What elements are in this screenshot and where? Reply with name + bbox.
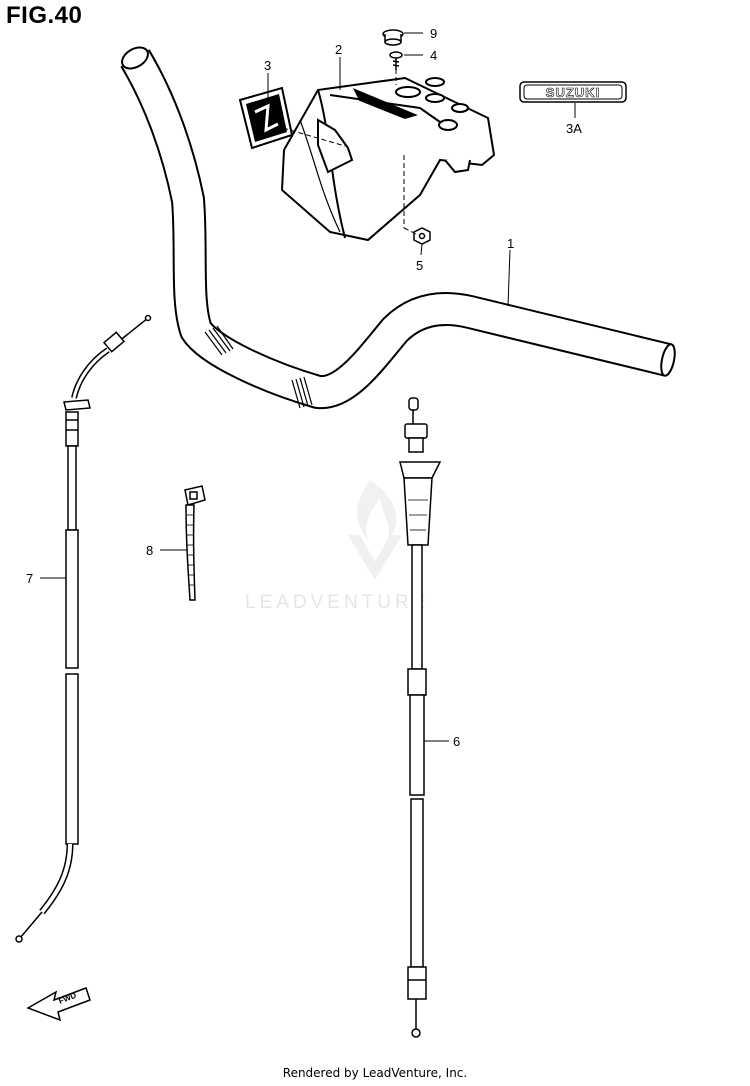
callout-9: 9 [430,26,437,41]
leader-lines [40,32,576,742]
callout-8: 8 [146,543,153,558]
callout-1: 1 [507,236,514,251]
screw [389,51,403,70]
cable-right [399,397,442,1038]
callout-3a: 3A [566,121,582,136]
footer-credit: Rendered by LeadVenture, Inc. [282,1066,468,1080]
figure-title: FIG.40 [6,2,83,29]
callout-2: 2 [335,42,342,57]
callout-6: 6 [453,734,460,749]
nut [413,227,431,245]
watermark-text: LEADVENTURE [245,592,430,613]
rubber-plug [382,29,404,46]
callout-5: 5 [416,258,423,273]
cable-left [15,314,152,943]
emblem-badge [238,86,294,150]
callout-7: 7 [26,571,33,586]
callout-3: 3 [264,58,271,73]
knurl-band-left [204,325,234,356]
suzuki-emblem-text: SUZUKI [546,85,600,100]
suzuki-emblem: SUZUKI [519,81,627,103]
handlebar [120,46,676,410]
callout-4: 4 [430,48,437,63]
watermark-logo [348,480,402,580]
handlebar-cover [280,76,496,242]
forward-direction-arrow: FWD [26,987,91,1022]
knurl-band-right [291,376,313,409]
cable-tie [184,485,206,601]
